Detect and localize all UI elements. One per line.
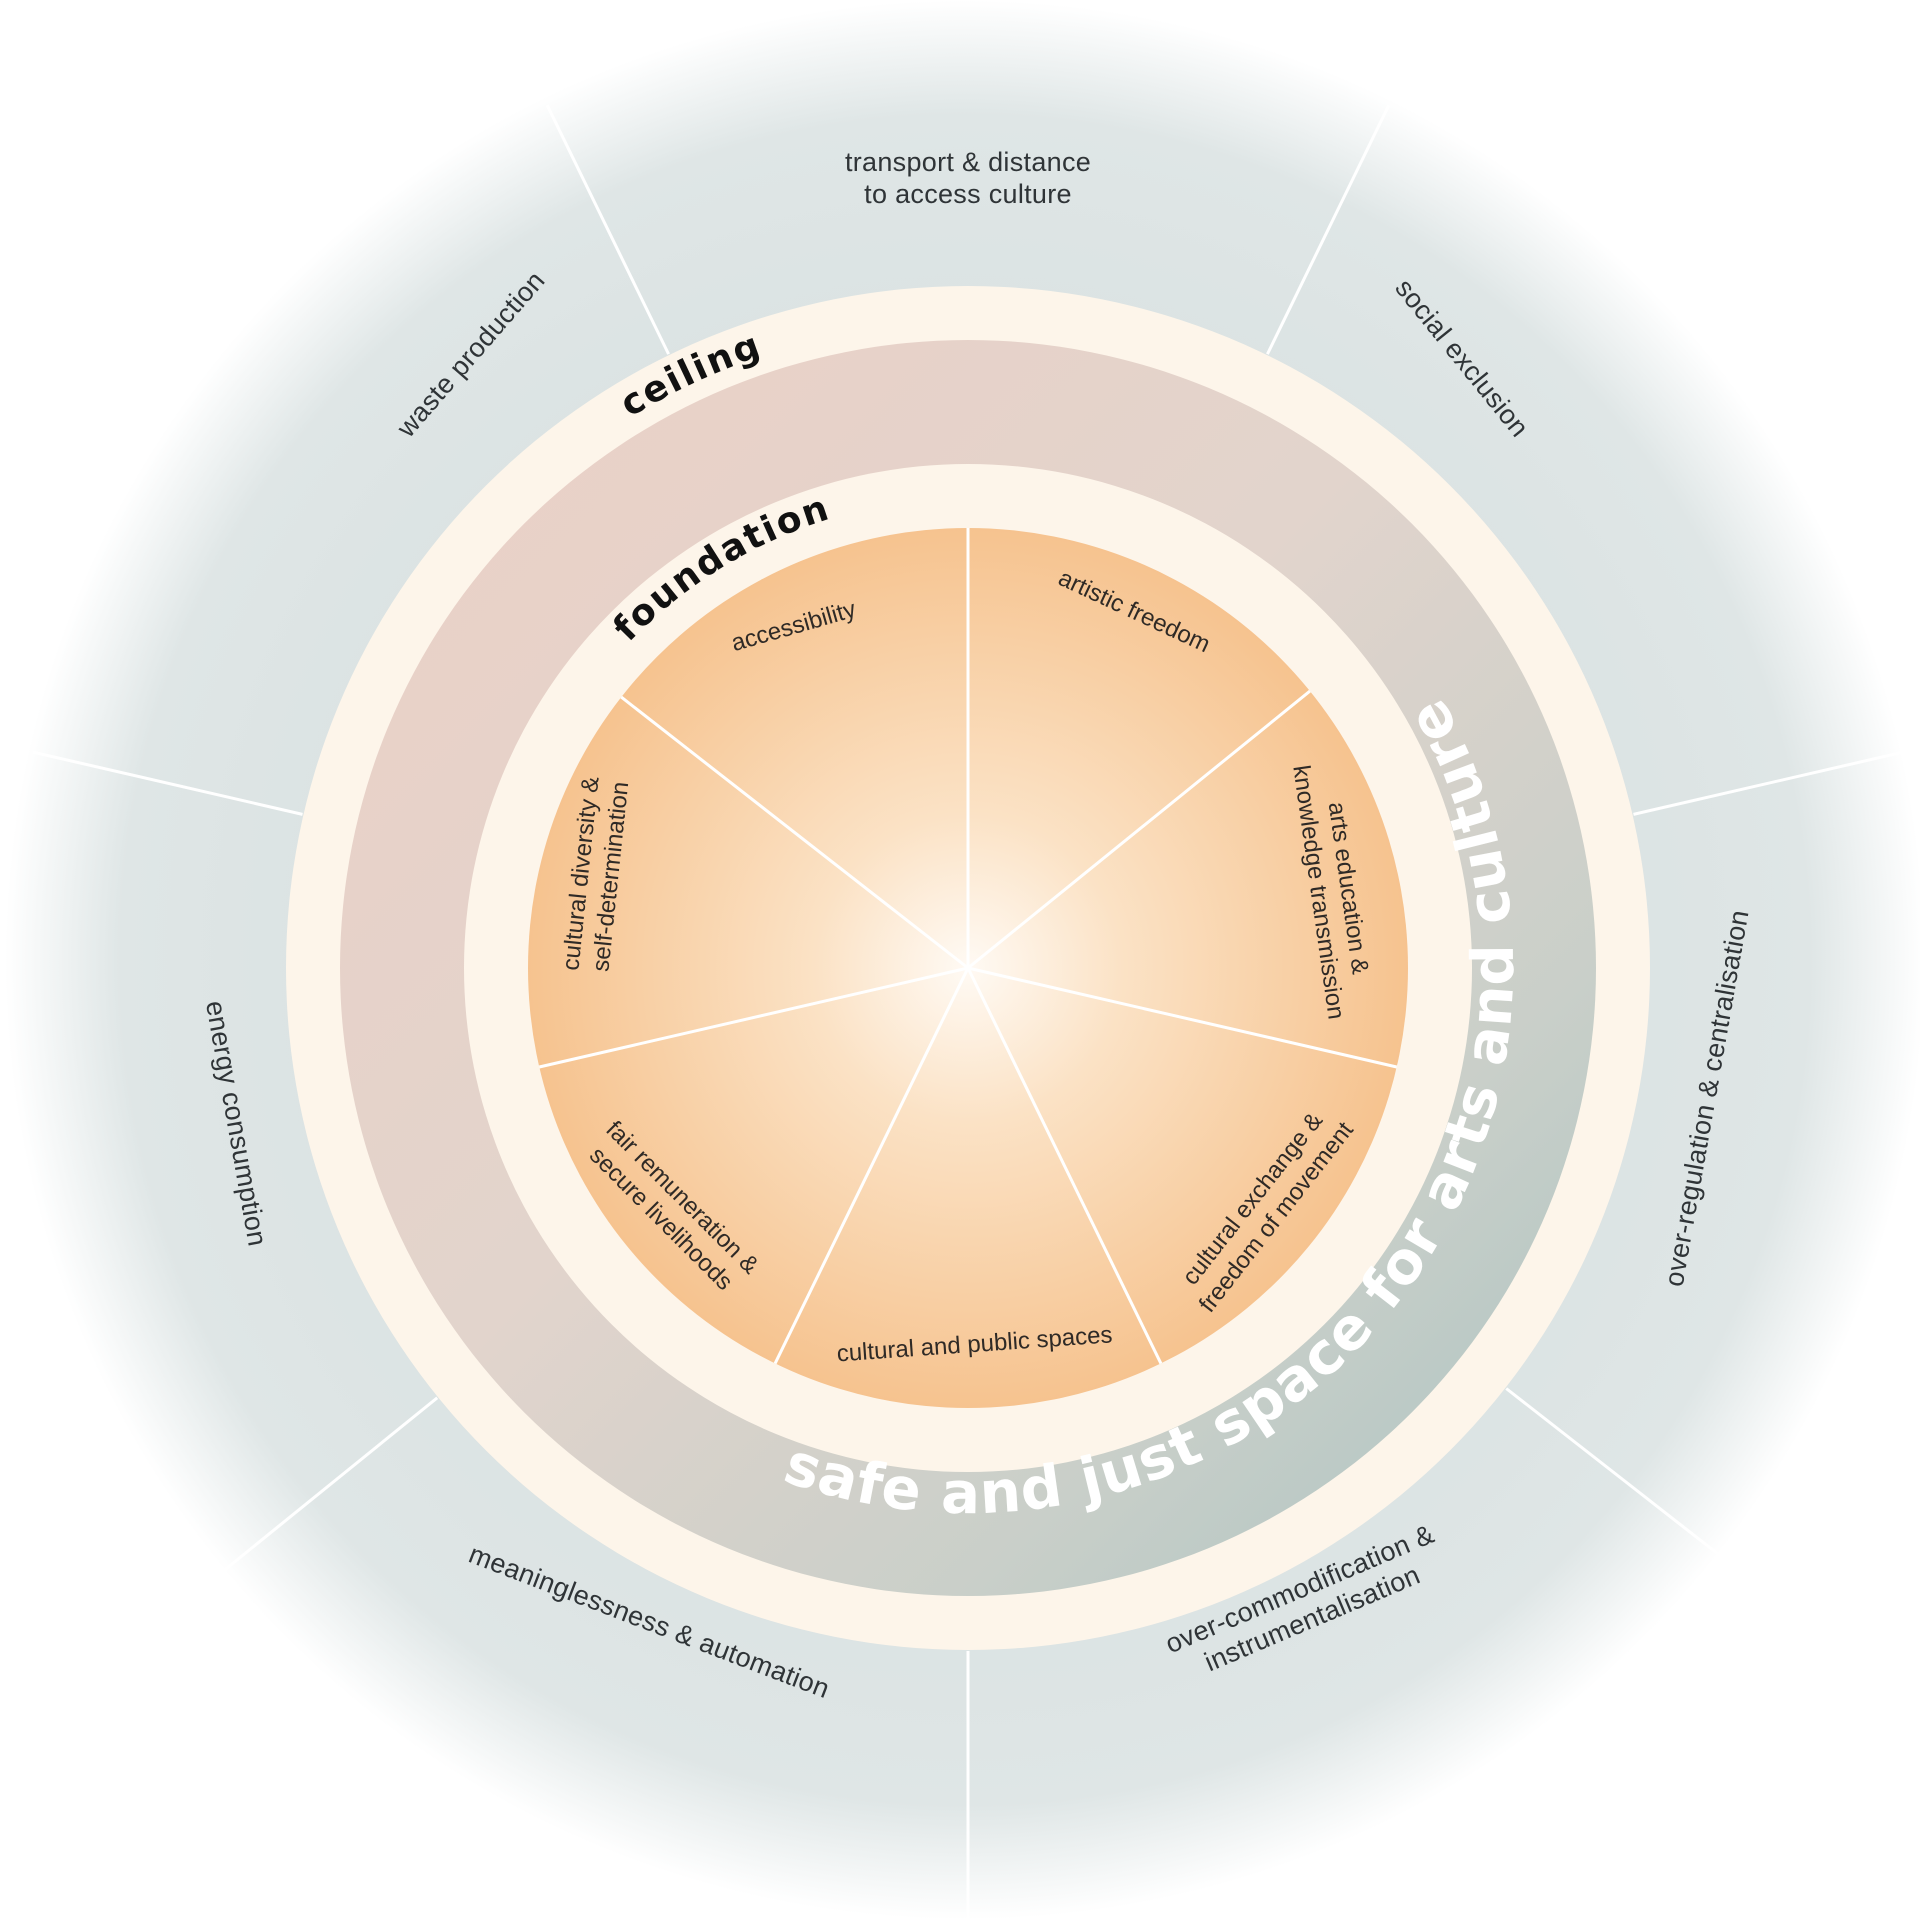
foundation-divider-line	[966, 967, 1163, 1365]
ceiling-dividers	[32, 104, 1904, 1920]
foundation-divider-line	[773, 967, 970, 1365]
ceiling-divider-line	[545, 104, 670, 355]
foundation-divider-line	[967, 966, 1398, 1069]
label-line: to access culture	[864, 179, 1072, 209]
ceiling-divider-line	[1266, 104, 1391, 355]
ceiling-divider-line	[32, 750, 303, 816]
foundation-dividers	[538, 528, 1398, 1365]
foundation-divider-line	[967, 689, 1311, 970]
label-line: transport & distance	[845, 147, 1091, 177]
ceiling-divider-line	[1505, 1387, 1726, 1561]
foundation-divider-line	[620, 695, 969, 970]
ceiling-divider-line	[220, 1396, 439, 1574]
foundation-divider-line	[538, 966, 969, 1069]
ceiling-divider-line	[1633, 750, 1904, 816]
